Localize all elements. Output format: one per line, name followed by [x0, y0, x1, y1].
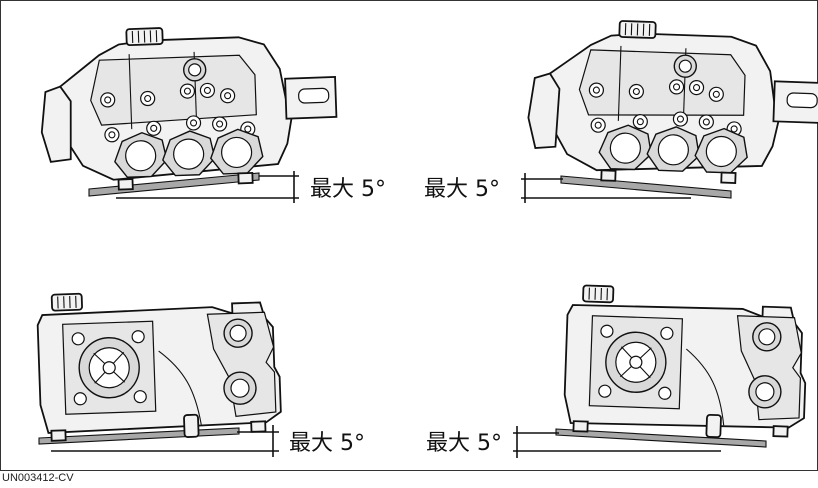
drawing-code: UN003412-CV	[2, 472, 74, 484]
pump-front-tilted-left	[521, 16, 818, 203]
angle-label-top-right: 最大 5°	[424, 177, 500, 202]
angle-label-top-left: 最大 5°	[310, 177, 386, 202]
diagram-frame: 最大 5° 最大 5° 最大 5° 最大 5°	[0, 0, 818, 471]
pump-installation-diagram	[35, 16, 818, 458]
pump-front-tilted-right	[37, 21, 340, 203]
pump-side-tilted-left	[513, 283, 810, 458]
angle-label-bottom-right: 最大 5°	[426, 431, 502, 456]
pump-side-tilted-right	[35, 285, 283, 457]
angle-label-bottom-left: 最大 5°	[289, 431, 365, 456]
